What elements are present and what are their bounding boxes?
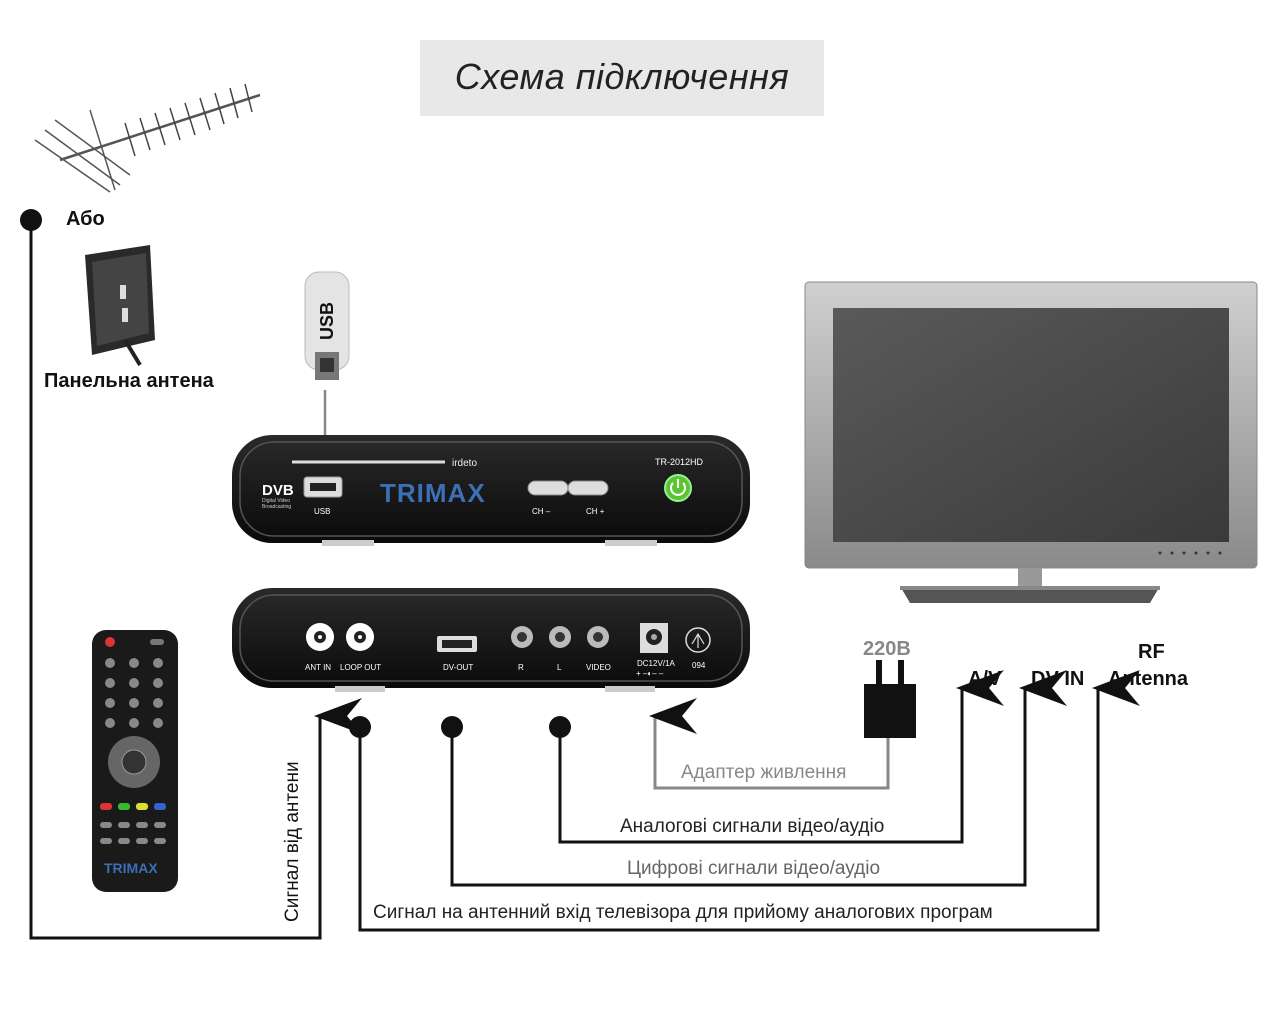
receiver-front-panel [232,435,750,546]
line-antenna-signal [29,220,362,940]
signal-from-antenna-label: Сигнал від антени [282,761,303,922]
page-title: Схема підключення [454,56,790,97]
tv-antenna-input-label: Сигнал на антенний вхід телевізора для п… [373,902,993,923]
tv-icon [804,281,1258,603]
dvb-sub2: Broadcasting [262,504,291,510]
or-label: Або [66,208,105,230]
usb-stick-icon [304,271,350,380]
title-box [420,40,824,116]
ch-plus-label: CH + [586,507,605,516]
ant-in-label: ANT IN [305,663,331,672]
video-label: VIDEO [586,663,611,672]
dvb-logo: DVB [262,482,294,499]
dv-out-label: DV-OUT [443,663,473,672]
remote-control-icon [92,630,178,892]
antenna-label: Antenna [1108,668,1188,690]
digital-signals-label: Цифрові сигнали відео/аудіо [627,858,881,879]
line-power [649,698,890,790]
r-label: R [518,663,524,672]
power-220-label: 220В [863,638,911,660]
line-rf-loop [358,670,1140,932]
irdeto-logo: irdeto [452,458,477,469]
receiver-rear-panel [232,588,750,692]
model-label: TR-2012HD [655,457,704,467]
dvb-sub1: Digital Video [262,498,290,504]
dv-in-label: DV IN [1031,668,1085,690]
cert-label: 094 [692,661,706,670]
panel-antenna-label: Панельна антена [44,370,214,392]
dc-polarity: + –◐– – [636,669,664,678]
usb-port-label: USB [314,507,330,516]
trimax-logo: TRIMAX [380,478,486,508]
usb-stick-label: USB [317,301,337,340]
power-adapter-label: Адаптер живлення [681,762,847,783]
analog-signals-label: Аналогові сигнали відео/аудіо [620,816,885,837]
dc-label: DC12V/1A [637,659,675,668]
remote-brand: TRIMAX [104,860,158,876]
line-digital [450,670,1067,887]
loop-out-label: LOOP OUT [340,663,381,672]
yagi-antenna-icon [34,83,261,193]
panel-antenna-icon [85,245,155,367]
av-label: A/V [968,668,1002,690]
power-adapter-icon [864,660,916,738]
rf-label: RF [1138,641,1165,663]
l-label: L [557,663,562,672]
line-analog [558,670,1004,844]
ch-minus-label: CH – [532,507,551,516]
